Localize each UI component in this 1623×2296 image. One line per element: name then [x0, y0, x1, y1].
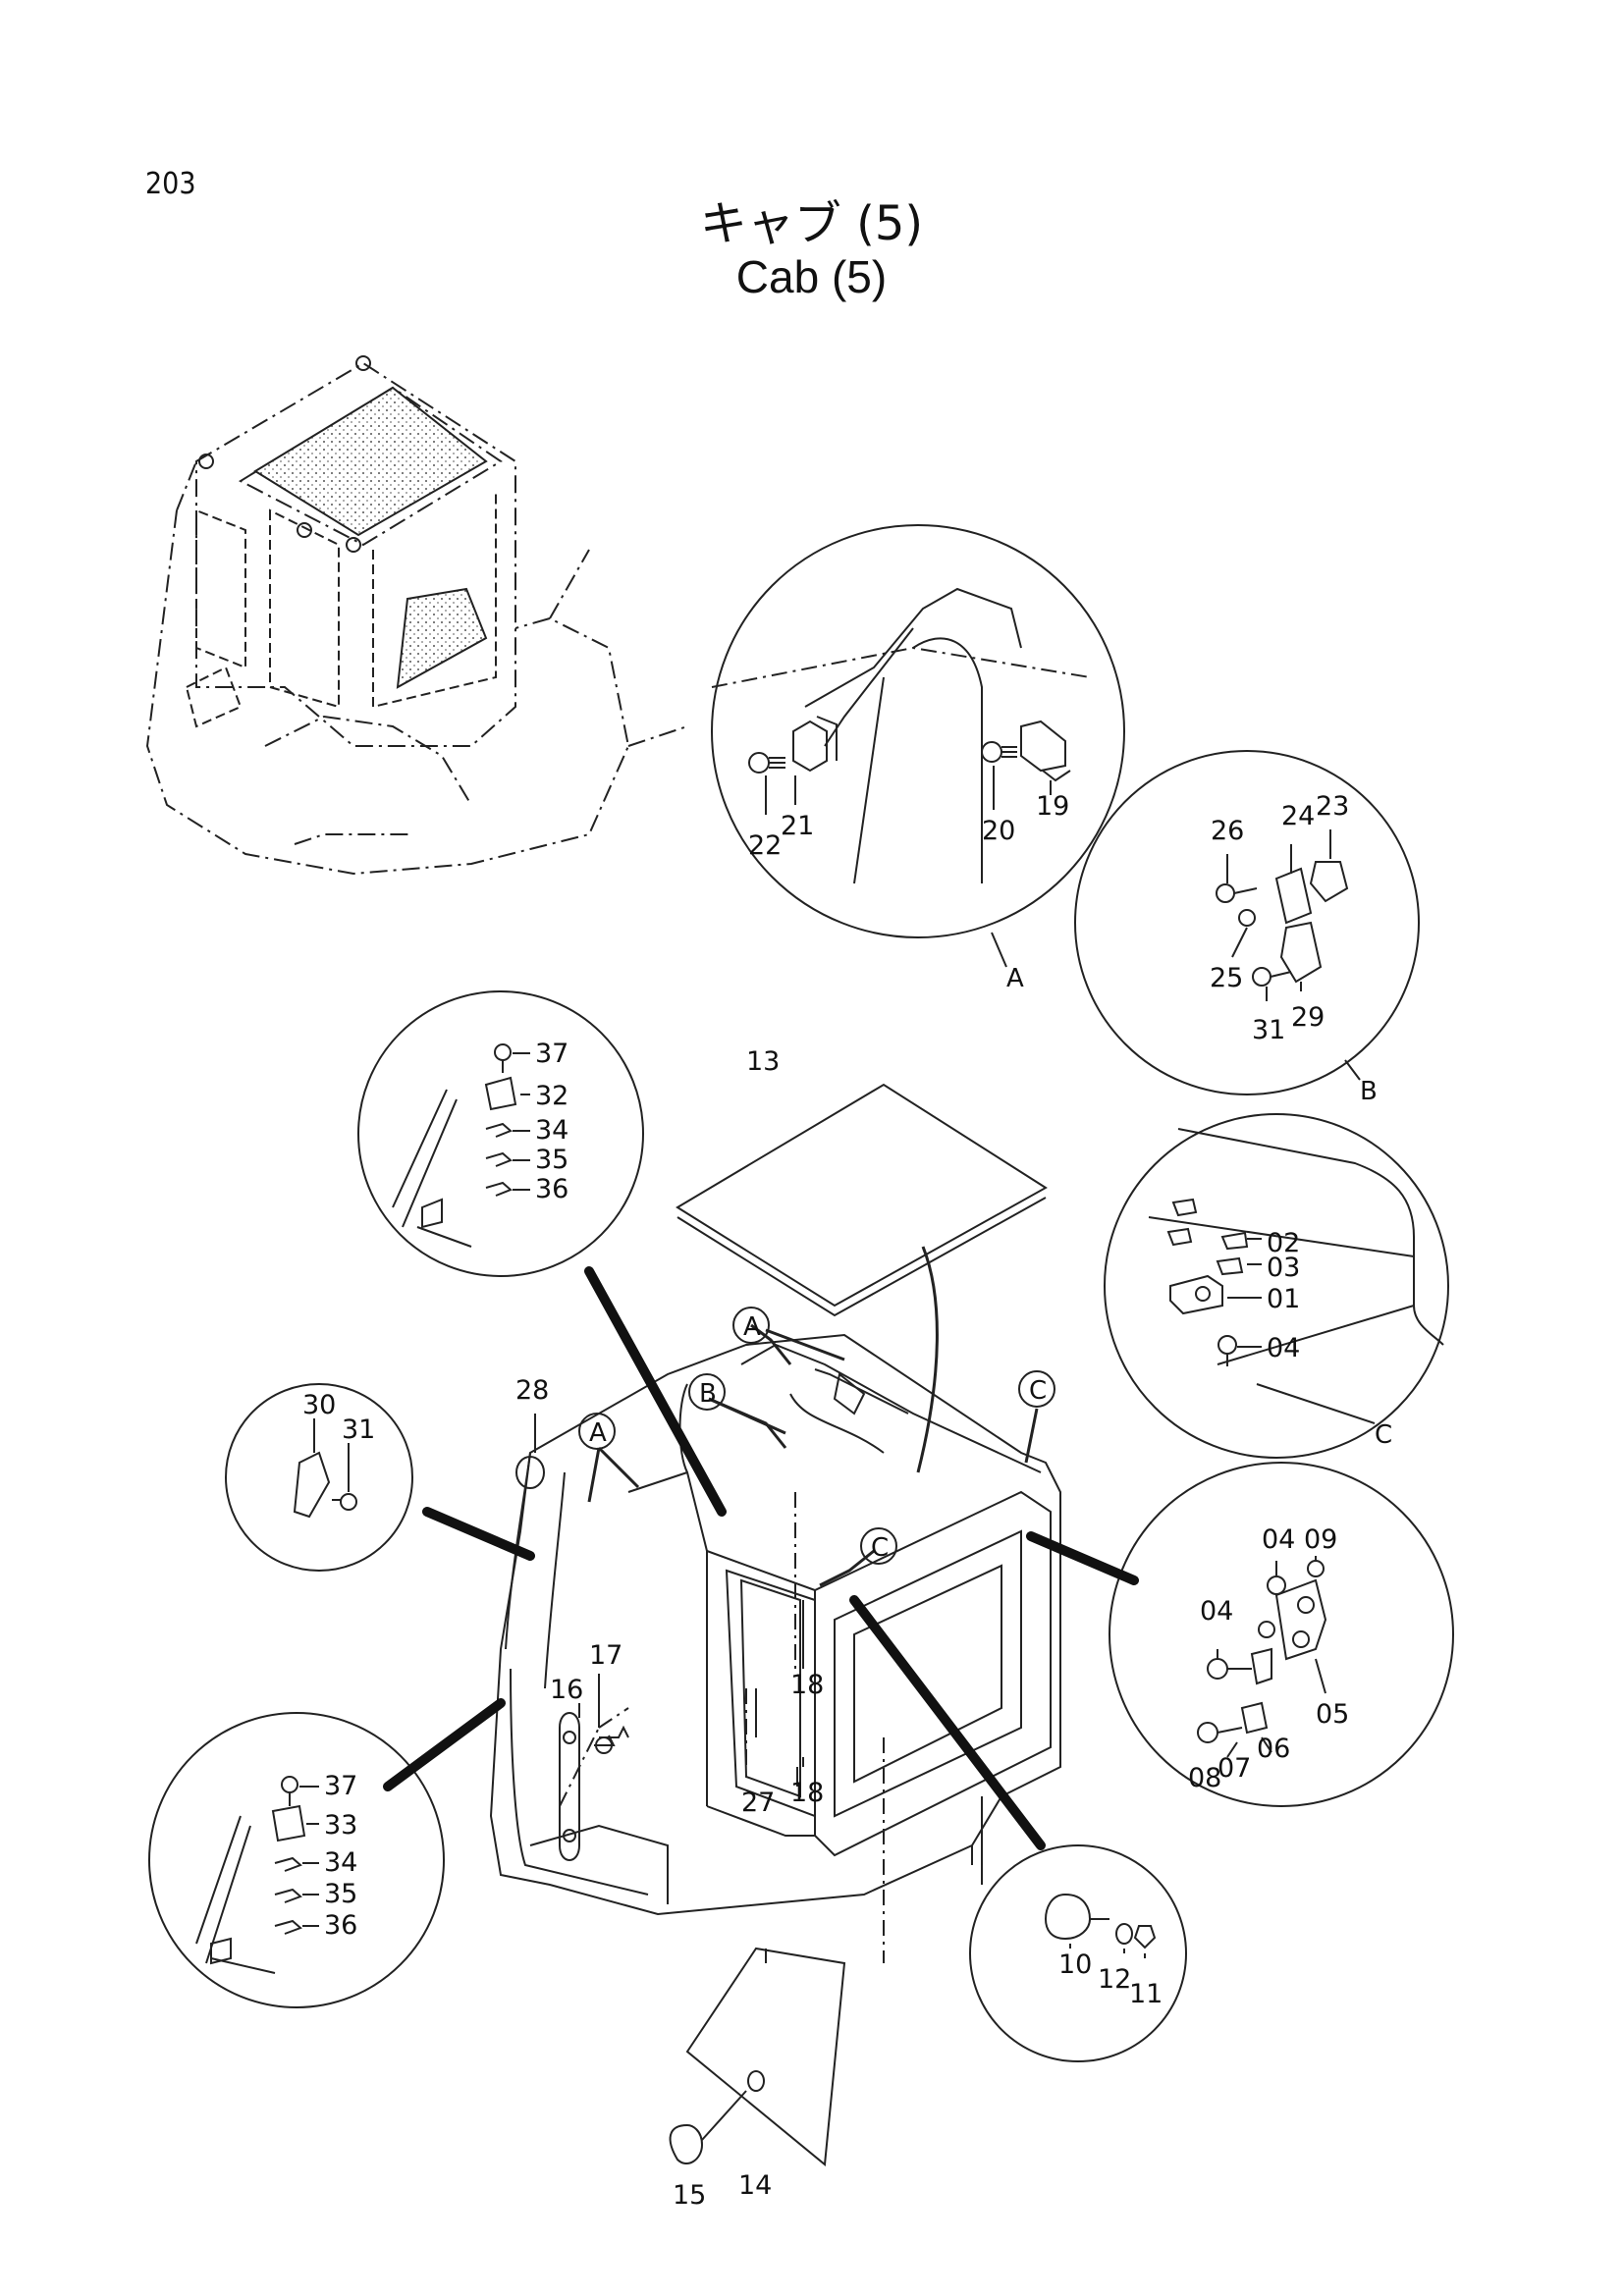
part-label-16: 16 [550, 1675, 583, 1705]
detail-label-a: A [1006, 964, 1024, 993]
part-label-04-c: 04 [1267, 1333, 1300, 1363]
part-label-11: 11 [1129, 1979, 1163, 2009]
part-label-21: 21 [781, 811, 814, 841]
part-label-32: 32 [535, 1081, 568, 1111]
detail-latch-circle [225, 1383, 413, 1572]
part-label-04-top: 04 [1262, 1524, 1295, 1555]
part-label-23: 23 [1316, 791, 1349, 822]
cap-fastener [515, 1414, 545, 1489]
part-label-35-lower: 35 [324, 1879, 357, 1909]
part-label-10: 10 [1058, 1949, 1092, 1980]
part-label-03: 03 [1267, 1253, 1300, 1283]
title-japanese: キャブ (5) [699, 196, 924, 251]
part-label-25: 25 [1210, 963, 1243, 993]
part-label-15: 15 [673, 2180, 706, 2211]
part-label-37-upper: 37 [535, 1039, 568, 1069]
marker-c-lower: C [871, 1533, 889, 1563]
part-label-20: 20 [982, 816, 1015, 846]
part-label-13: 13 [746, 1046, 780, 1077]
leader-bars [383, 1266, 1139, 1850]
part-label-28: 28 [515, 1375, 549, 1406]
roof-panel [676, 1083, 1048, 1473]
part-label-33: 33 [324, 1810, 357, 1841]
detail-label-c: C [1375, 1420, 1392, 1450]
marker-a-upper: A [743, 1312, 761, 1342]
part-label-01: 01 [1267, 1284, 1300, 1314]
detail-a-circle [711, 524, 1125, 968]
marker-a-left: A [589, 1418, 607, 1448]
part-label-30: 30 [302, 1390, 336, 1420]
part-label-05: 05 [1316, 1699, 1349, 1730]
part-label-08: 08 [1188, 1763, 1221, 1793]
machine-overview [145, 355, 688, 876]
part-label-34-lower: 34 [324, 1847, 357, 1878]
part-label-35-upper: 35 [535, 1145, 568, 1175]
part-label-19: 19 [1036, 791, 1069, 822]
marker-c-upper: C [1029, 1376, 1047, 1406]
part-label-14: 14 [738, 2170, 772, 2201]
part-label-27: 27 [741, 1788, 775, 1818]
part-label-18-lower: 18 [790, 1778, 824, 1808]
title-english: Cab (5) [735, 251, 888, 302]
detail-c-circle [1104, 1113, 1449, 1459]
connection-lines [559, 1492, 885, 1963]
lower-panel [669, 1947, 846, 2166]
part-label-31-left: 31 [342, 1415, 375, 1445]
cab-fasteners [578, 1600, 804, 1787]
part-label-06: 06 [1257, 1734, 1290, 1764]
part-label-02: 02 [1267, 1228, 1300, 1258]
page-number: 203 [145, 167, 196, 201]
part-label-29: 29 [1291, 1002, 1325, 1033]
part-label-04-left: 04 [1200, 1596, 1233, 1627]
detail-clip-lower-circle [148, 1712, 445, 2008]
marker-leaders [587, 1323, 1039, 1587]
cab-frame [489, 1333, 1061, 1916]
part-label-22: 22 [748, 830, 782, 861]
detail-hinge-circle [1109, 1462, 1454, 1807]
part-label-17: 17 [589, 1640, 622, 1671]
part-label-34-upper: 34 [535, 1115, 568, 1146]
marker-b: B [699, 1379, 717, 1409]
part-label-12: 12 [1098, 1964, 1131, 1995]
part-label-24: 24 [1281, 801, 1315, 831]
detail-marker-circles [578, 1307, 1055, 1565]
detail-label-b: B [1360, 1077, 1378, 1106]
part-label-36-upper: 36 [535, 1174, 568, 1204]
detail-clip-upper-circle [357, 990, 644, 1277]
part-label-07: 07 [1217, 1753, 1251, 1784]
part-label-37-lower: 37 [324, 1771, 357, 1801]
detail-mount-circle [969, 1844, 1187, 2062]
part-label-31-b: 31 [1252, 1015, 1285, 1045]
part-label-26: 26 [1211, 816, 1244, 846]
part-label-18-upper: 18 [790, 1670, 824, 1700]
part-label-09: 09 [1304, 1524, 1337, 1555]
detail-b-circle [1074, 750, 1420, 1095]
part-label-36-lower: 36 [324, 1910, 357, 1941]
